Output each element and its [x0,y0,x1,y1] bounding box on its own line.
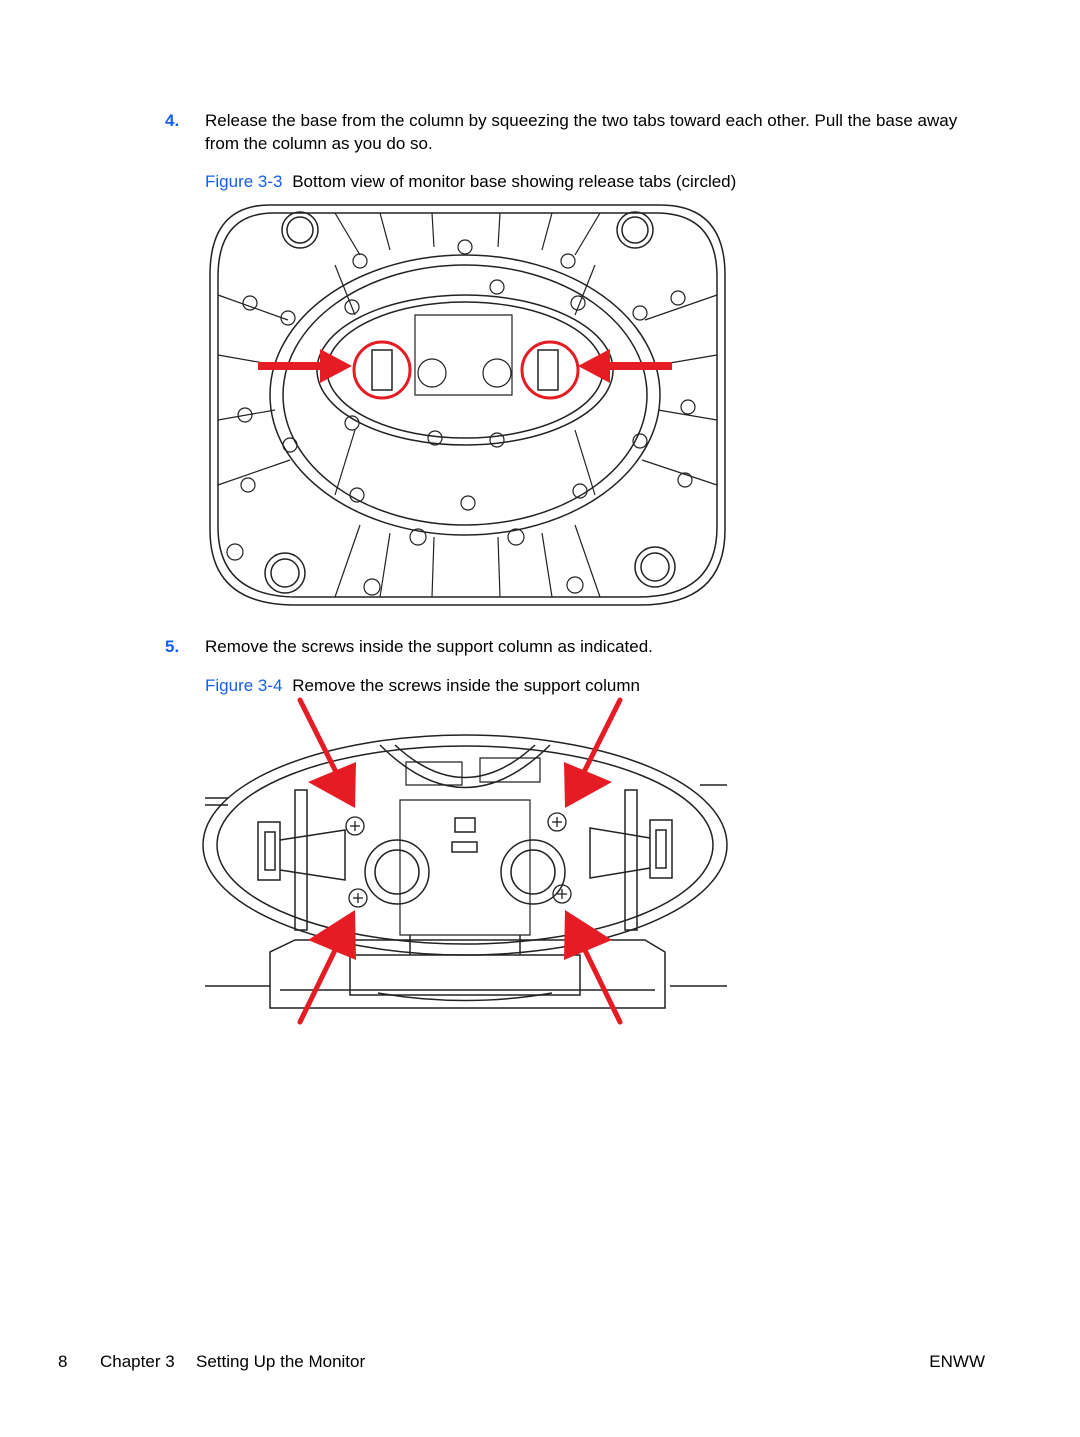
figure-caption-3-3: Figure 3-3 Bottom view of monitor base s… [205,170,736,193]
figure-label: Figure 3-4 [205,676,283,695]
step-text: Remove the screws inside the support col… [205,637,653,656]
figure-label: Figure 3-3 [205,172,283,191]
figure-caption-3-4: Figure 3-4 Remove the screws inside the … [205,674,640,697]
chapter-title: Setting Up the Monitor [196,1352,366,1371]
doc-code: ENWW [929,1352,985,1371]
figure-caption-text: Bottom view of monitor base showing rele… [292,172,737,191]
page-number: 8 [58,1352,68,1371]
step-text: Release the base from the column by sque… [205,111,958,153]
figure-3-3-base-bottom-view [200,195,735,615]
figure-3-4-support-column-screws [200,690,735,1060]
step-number: 4. [165,111,180,130]
figure-caption-text: Remove the screws inside the support col… [292,676,640,695]
step-number: 5. [165,637,180,656]
chapter-label: Chapter 3 [100,1352,175,1371]
